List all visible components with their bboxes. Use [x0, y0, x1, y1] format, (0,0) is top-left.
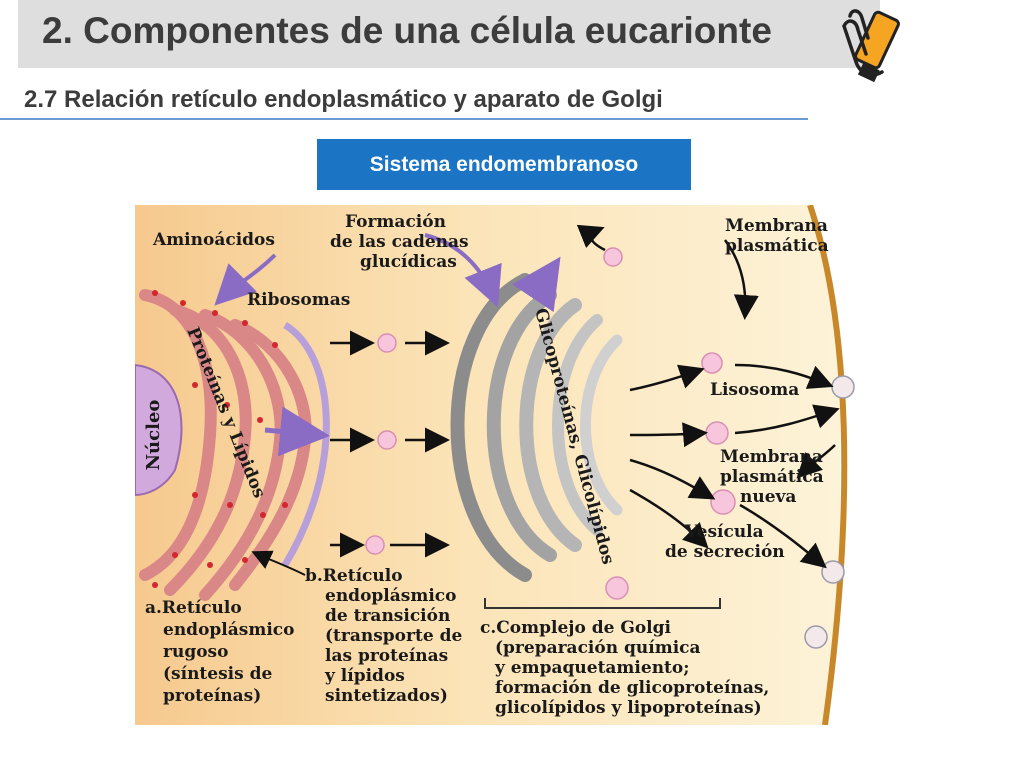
label-nucleo: Núcleo — [143, 400, 164, 471]
title-bar — [18, 0, 880, 68]
nucleus-shape — [135, 363, 183, 497]
svg-text:y lípidos: y lípidos — [324, 666, 405, 686]
golgi-exit-arrows — [576, 224, 840, 569]
label-ribosomas: Ribosomas — [247, 290, 350, 310]
svg-text:a.Retículo: a.Retículo — [145, 598, 242, 618]
label-membrana-nueva-2: plasmática — [720, 467, 824, 487]
label-membrana-plasmatica-2: plasmática — [725, 236, 829, 256]
plasma-membrane — [807, 205, 848, 725]
label-lisosoma: Lisosoma — [710, 380, 799, 400]
sistema-endomembranoso-button[interactable]: Sistema endomembranoso — [317, 139, 691, 190]
svg-text:rugoso: rugoso — [163, 642, 228, 662]
svg-text:formación de glicoproteínas,: formación de glicoproteínas, — [495, 678, 769, 698]
label-reticulo-rugoso: a.Retículo endoplásmico rugoso (síntesis… — [145, 598, 294, 706]
hand-pointer-icon — [842, 9, 900, 83]
ribosomes — [152, 290, 296, 588]
label-formacion-1: Formación — [345, 212, 446, 232]
label-golgi: c.Complejo de Golgi (preparación química… — [480, 618, 769, 718]
label-membrana-plasmatica-1: Membrana — [725, 216, 828, 236]
svg-text:glicolípidos y lipoproteínas): glicolípidos y lipoproteínas) — [495, 698, 762, 718]
cell-exterior — [810, 205, 865, 725]
svg-text:(síntesis de: (síntesis de — [163, 664, 273, 684]
golgi-bracket — [484, 598, 721, 609]
svg-text:sintetizados): sintetizados) — [325, 686, 448, 706]
er-golgi-arrows — [330, 330, 450, 558]
svg-text:(preparación química: (preparación química — [495, 638, 701, 658]
label-vesicula-1: Vesícula — [684, 522, 764, 542]
svg-text:de transición: de transición — [325, 606, 450, 626]
svg-text:endoplásmico: endoplásmico — [325, 586, 456, 606]
svg-text:b.Retículo: b.Retículo — [305, 566, 403, 586]
endomembrane-diagram: Núcleo — [135, 205, 865, 725]
label-membrana-nueva-3: nueva — [740, 487, 796, 507]
svg-text:y empaquetamiento;: y empaquetamiento; — [494, 658, 690, 678]
header-divider — [0, 118, 808, 120]
label-membrana-nueva-1: Membrana — [720, 447, 823, 467]
purple-arrow-glucidic — [424, 233, 502, 308]
membrane-vesicles — [804, 375, 855, 649]
label-vesicula-2: de secreción — [665, 542, 785, 562]
purple-arrow-er — [264, 406, 330, 457]
label-aminoacidos: Aminoácidos — [152, 230, 275, 250]
golgi-vesicles — [603, 247, 736, 600]
label-formacion-3: glucídicas — [360, 252, 457, 272]
transport-vesicles — [365, 333, 397, 555]
svg-text:proteínas): proteínas) — [163, 686, 261, 706]
svg-text:las proteínas: las proteínas — [325, 646, 448, 666]
purple-arrow-golgi — [512, 256, 561, 313]
label-reticulo-transicion: b.Retículo endoplásmico de transición (t… — [305, 566, 462, 706]
section-subtitle: 2.7 Relación retículo endoplasmático y a… — [24, 86, 663, 113]
purple-arrow-aminoacids — [214, 253, 277, 306]
page-title: 2. Componentes de una célula eucarionte — [42, 10, 772, 51]
svg-text:c.Complejo de Golgi: c.Complejo de Golgi — [480, 618, 672, 638]
svg-text:endoplásmico: endoplásmico — [163, 620, 294, 640]
svg-text:(transporte de: (transporte de — [325, 626, 462, 646]
label-formacion-2: de las cadenas — [330, 232, 469, 252]
arrow-transition-er — [251, 550, 306, 576]
